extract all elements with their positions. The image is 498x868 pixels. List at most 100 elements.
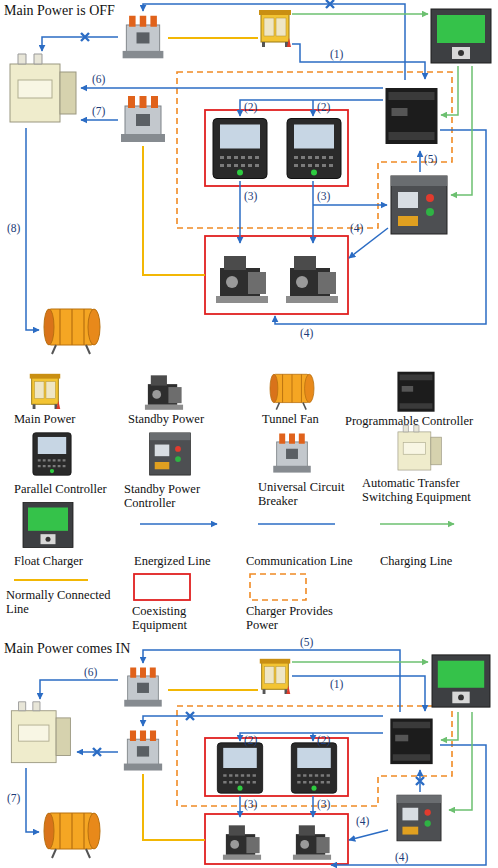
energized-line bbox=[26, 128, 39, 330]
energized-line bbox=[239, 796, 241, 817]
energized-line bbox=[42, 37, 118, 51]
legend-text: Standby Power bbox=[128, 412, 238, 426]
tunnel-fan-icon bbox=[44, 309, 100, 354]
genset-icon bbox=[223, 825, 261, 859]
legend-icon bbox=[30, 374, 60, 409]
charging-line bbox=[441, 66, 458, 115]
parallel-controller-icon bbox=[213, 119, 267, 179]
cut-mark bbox=[186, 712, 194, 720]
standby-controller-icon bbox=[397, 795, 441, 841]
parallel-controller-icon bbox=[291, 743, 336, 793]
callout-number: (8) bbox=[7, 222, 20, 235]
legend-text: Automatic Transfer Switching Equipment bbox=[362, 476, 494, 505]
legend-icon bbox=[398, 425, 441, 470]
legend-text: Normally Connected Line bbox=[6, 588, 130, 617]
legend-icon bbox=[273, 433, 310, 472]
callout-number: (5) bbox=[424, 153, 437, 166]
legend-icon bbox=[397, 372, 434, 412]
energized-line bbox=[349, 830, 388, 840]
legend-text: Parallel Controller bbox=[14, 482, 124, 496]
legend-line bbox=[14, 579, 88, 581]
energized-line bbox=[240, 733, 383, 741]
legend-icon bbox=[270, 374, 314, 409]
legend-text: Universal Circuit Breaker bbox=[258, 480, 350, 509]
legend-text: Energized Line bbox=[134, 554, 234, 568]
callout-number: (6) bbox=[84, 666, 97, 679]
coexisting-frame bbox=[205, 110, 348, 186]
normal-line bbox=[143, 146, 205, 275]
energized-line bbox=[81, 87, 383, 89]
energized-line bbox=[143, 650, 400, 712]
charger-power-frame bbox=[177, 706, 452, 806]
callout-number: (2) bbox=[244, 101, 257, 114]
legend-line bbox=[380, 523, 454, 525]
callout-number: (5) bbox=[300, 636, 313, 649]
charging-line bbox=[292, 13, 428, 15]
breaker-icon bbox=[123, 16, 164, 59]
legend-text: Communication Line bbox=[246, 554, 366, 568]
energized-line bbox=[143, 716, 383, 726]
legend-text: Main Power bbox=[14, 412, 114, 426]
callout-number: (4) bbox=[350, 222, 363, 235]
charging-line bbox=[292, 661, 428, 663]
legend-icon bbox=[23, 503, 73, 548]
energized-line bbox=[312, 796, 314, 817]
genset-icon bbox=[293, 825, 331, 859]
legend-text: Programmable Controller bbox=[345, 414, 495, 428]
legend-text: Coexisting Equipment bbox=[132, 604, 227, 633]
legend-icon bbox=[150, 433, 191, 475]
callout-number: (6) bbox=[92, 73, 105, 86]
energized-line bbox=[292, 676, 425, 711]
legend-text: Tunnel Fan bbox=[262, 412, 352, 426]
legend-line bbox=[258, 523, 335, 525]
cut-mark bbox=[326, 0, 334, 8]
cut-mark bbox=[416, 777, 424, 785]
callout-number: (4) bbox=[300, 327, 313, 340]
energized-line bbox=[292, 44, 425, 79]
tunnel-fan-icon bbox=[44, 813, 100, 858]
normal-line bbox=[168, 689, 258, 691]
charging-line bbox=[451, 66, 472, 195]
genset-icon bbox=[216, 256, 268, 303]
plc-icon bbox=[390, 719, 432, 765]
breaker-icon bbox=[124, 667, 161, 706]
charging-line bbox=[449, 712, 472, 810]
callout-number: (4) bbox=[356, 815, 369, 828]
atse-icon bbox=[10, 54, 76, 122]
energized-line bbox=[40, 680, 118, 699]
legend-text: Standby Power Controller bbox=[124, 482, 254, 511]
legend-text: Charger Provides Power bbox=[246, 604, 356, 633]
callout-number: (2) bbox=[317, 101, 330, 114]
callout-number: (2) bbox=[317, 734, 330, 747]
breaker-icon bbox=[121, 96, 165, 142]
callout-number: (3) bbox=[244, 190, 257, 203]
legend-text: Charging Line bbox=[380, 554, 480, 568]
legend-frame bbox=[134, 574, 190, 600]
energized-line bbox=[312, 100, 314, 116]
cut-mark bbox=[93, 748, 101, 756]
charging-line bbox=[441, 712, 458, 740]
energized-line bbox=[312, 181, 314, 243]
breaker-icon bbox=[124, 730, 162, 770]
callout-number: (3) bbox=[317, 798, 330, 811]
energized-line bbox=[81, 119, 118, 121]
cut-mark bbox=[81, 33, 89, 41]
callout-number: (7) bbox=[7, 792, 20, 805]
energized-line bbox=[143, 4, 405, 80]
energized-line bbox=[313, 204, 387, 206]
genset-icon bbox=[286, 256, 338, 303]
energized-line bbox=[312, 733, 314, 741]
legend-text: Float Charger bbox=[14, 554, 114, 568]
plc-icon bbox=[386, 88, 438, 144]
main-power-icon bbox=[260, 659, 290, 694]
normal-line bbox=[168, 37, 258, 39]
atse-icon bbox=[11, 702, 70, 763]
legend-line bbox=[140, 523, 217, 525]
callout-number: (4) bbox=[395, 851, 408, 864]
legend-icon bbox=[33, 433, 71, 476]
main-power-icon bbox=[259, 10, 291, 47]
energized-line bbox=[419, 151, 421, 172]
float-charger-icon bbox=[431, 9, 491, 63]
coexisting-frame bbox=[205, 738, 348, 796]
